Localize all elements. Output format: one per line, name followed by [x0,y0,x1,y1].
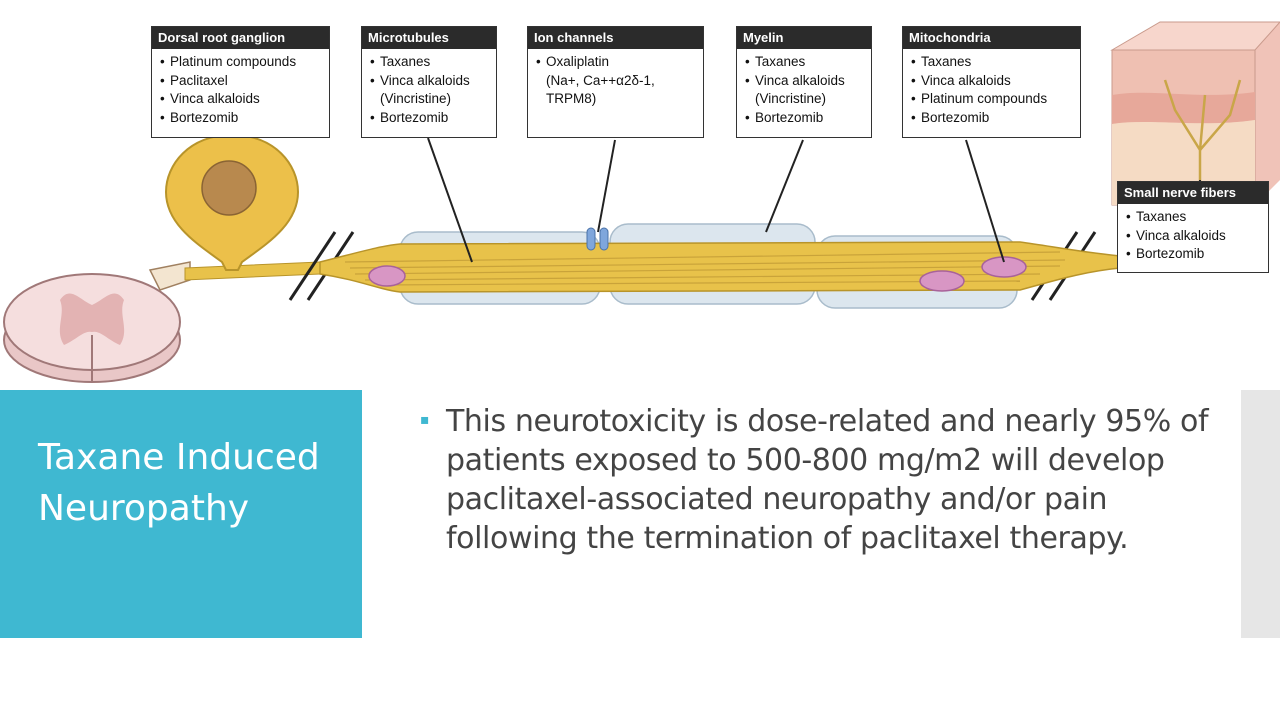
callout-item: •Taxanes [911,54,972,69]
callout-item: •Bortezomib [911,109,990,125]
callout-item: •Vinca alkaloids [370,72,470,88]
callout-ion-channels: Ion channels •Oxaliplatin (Na+, Ca++α2δ-… [527,26,704,138]
body-text: This neurotoxicity is dose-related and n… [446,404,1209,556]
callout-title: Dorsal root ganglion [152,27,329,49]
callout-title: Microtubules [362,27,496,49]
callout-item: •Bortezomib [370,109,449,125]
callout-title: Ion channels [528,27,703,49]
callout-item: •Bortezomib [160,109,239,125]
callout-small-nerve-fibers: Small nerve fibers •Taxanes •Vinca alkal… [1117,181,1269,273]
callout-item: (Vincristine) [755,91,827,106]
callout-dorsal-root-ganglion: Dorsal root ganglion •Platinum compounds… [151,26,330,138]
spinal-cord [3,273,181,383]
callout-item: •Taxanes [745,54,806,69]
callout-item: •Vinca alkaloids [745,72,845,88]
callout-item: •Taxanes [1126,209,1187,224]
bullet-marker: ▪ [420,412,430,428]
neuropathy-diagram: Dorsal root ganglion •Platinum compounds… [3,21,1280,383]
callout-item: •Platinum compounds [160,54,297,69]
neuron-illustration [3,21,1280,383]
callout-myelin: Myelin •Taxanes •Vinca alkaloids (Vincri… [736,26,872,138]
skin-tissue [1110,21,1280,206]
callout-title: Small nerve fibers [1118,182,1268,204]
callout-mitochondria: Mitochondria •Taxanes •Vinca alkaloids •… [902,26,1081,138]
right-accent-bar [1241,390,1280,638]
callout-title: Mitochondria [903,27,1080,49]
dorsal-root-ganglion-cell [164,133,300,271]
slide-title: Taxane Induced Neuropathy [38,437,320,529]
callout-item: •Bortezomib [745,109,824,125]
title-panel [0,390,362,638]
callout-item: •Vinca alkaloids [1126,227,1226,243]
callout-item: •Platinum compounds [911,91,1048,106]
callout-title: Myelin [737,27,871,49]
callout-item: •Vinca alkaloids [160,91,260,106]
callout-item: •Paclitaxel [160,72,228,88]
callout-item: TRPM8) [546,91,597,106]
callout-item: (Na+, Ca++α2δ-1, [546,72,655,88]
mitochondria [368,256,1027,292]
callout-microtubules: Microtubules •Taxanes •Vinca alkaloids (… [361,26,497,138]
callout-item: •Oxaliplatin [536,54,610,69]
callout-item: •Bortezomib [1126,246,1205,261]
ion-channel [586,227,609,251]
callout-item: (Vincristine) [380,91,452,106]
callout-item: •Vinca alkaloids [911,72,1011,88]
callout-item: •Taxanes [370,54,431,69]
